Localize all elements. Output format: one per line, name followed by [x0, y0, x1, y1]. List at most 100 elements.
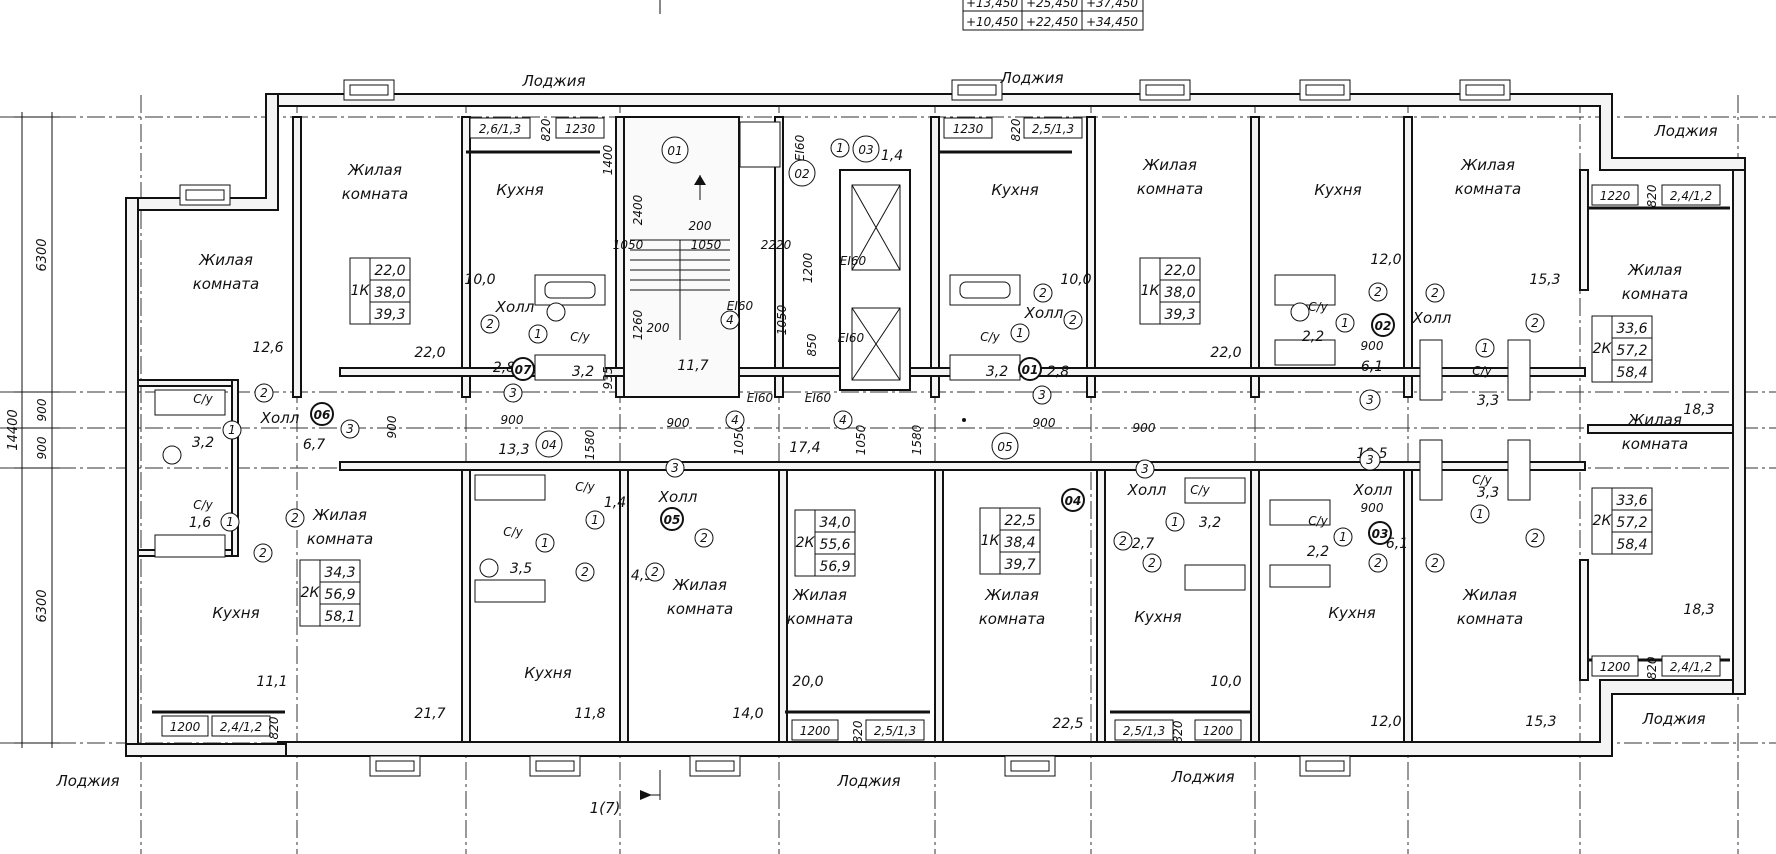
- svg-text:2: 2: [700, 531, 708, 545]
- dim-14400: 14400: [6, 409, 21, 450]
- svg-text:EI60: EI60: [727, 299, 754, 313]
- svg-text:1: 1: [836, 141, 844, 155]
- svg-text:1230: 1230: [565, 122, 596, 136]
- living-room-label: Жилая: [1460, 156, 1515, 174]
- svg-text:56,9: 56,9: [819, 559, 850, 575]
- living-room-label: комната: [342, 185, 408, 203]
- center-point: [962, 418, 966, 422]
- living-room-label: Жилая: [312, 506, 367, 524]
- svg-text:2: 2: [486, 317, 494, 331]
- room-area: 6,7: [303, 437, 325, 453]
- svg-text:33,6: 33,6: [1616, 321, 1647, 337]
- svg-text:22,5: 22,5: [1004, 513, 1035, 529]
- svg-text:1: 1: [1339, 530, 1347, 544]
- svg-text:2: 2: [1431, 556, 1439, 570]
- room-area: 3,2: [1199, 515, 1221, 531]
- bathroom-label: С/у: [1308, 514, 1328, 528]
- dim-900: 900: [35, 436, 49, 459]
- svg-text:22,0: 22,0: [374, 263, 405, 279]
- svg-text:1050: 1050: [732, 424, 746, 455]
- living-room-label: комната: [979, 610, 1045, 628]
- svg-text:900: 900: [1033, 416, 1056, 430]
- room-area: 2,8: [1047, 364, 1069, 380]
- svg-text:1: 1: [1341, 316, 1349, 330]
- room-area: 12,0: [1370, 714, 1401, 730]
- apartment-box: 1К 22,0 38,0 39,3: [1139, 257, 1201, 325]
- svg-text:39,3: 39,3: [374, 307, 405, 323]
- bathroom-label: С/у: [1472, 473, 1492, 487]
- svg-text:1200: 1200: [170, 720, 201, 734]
- living-room-label: комната: [193, 275, 259, 293]
- fixtures: [154, 274, 1531, 603]
- dim-6300: 6300: [35, 238, 50, 271]
- hall-label: Холл: [495, 298, 535, 316]
- svg-text:200: 200: [689, 219, 712, 233]
- living-room-label: комната: [307, 530, 373, 548]
- room-area: 6,1: [1386, 536, 1408, 552]
- svg-text:3: 3: [1141, 462, 1149, 476]
- svg-text:2К: 2К: [1593, 341, 1613, 357]
- level-text: +34,450: [1086, 15, 1138, 29]
- room-area: 15,3: [1529, 272, 1560, 288]
- svg-text:820: 820: [1645, 184, 1659, 207]
- svg-text:58,4: 58,4: [1616, 365, 1647, 381]
- svg-text:1: 1: [1016, 326, 1024, 340]
- apartment-box: 1К 22,5 38,4 39,7: [979, 507, 1041, 575]
- bathroom-label: С/у: [1190, 483, 1210, 497]
- svg-text:2К: 2К: [301, 585, 321, 601]
- svg-text:1230: 1230: [953, 122, 984, 136]
- svg-text:EI60: EI60: [838, 331, 865, 345]
- svg-text:900: 900: [1361, 339, 1384, 353]
- svg-text:2: 2: [1148, 556, 1156, 570]
- kitchen-label: Кухня: [524, 664, 571, 682]
- hall-label: Холл: [1024, 304, 1064, 322]
- room-area: 12,6: [252, 340, 283, 356]
- svg-text:1: 1: [226, 515, 234, 529]
- svg-text:1220: 1220: [1600, 189, 1631, 203]
- level-text: +22,450: [1026, 15, 1078, 29]
- svg-text:2К: 2К: [796, 535, 816, 551]
- svg-text:820: 820: [1171, 720, 1185, 743]
- living-room-label: Жилая: [984, 586, 1039, 604]
- loggia-label: Лоджия: [999, 69, 1063, 87]
- interior-walls: [137, 116, 1734, 743]
- svg-text:2,5/1,3: 2,5/1,3: [874, 724, 916, 738]
- svg-text:EI60: EI60: [840, 254, 867, 268]
- svg-text:34,3: 34,3: [324, 565, 355, 581]
- svg-text:1: 1: [534, 327, 542, 341]
- svg-text:2400: 2400: [631, 194, 645, 225]
- svg-text:2,4/1,2: 2,4/1,2: [1670, 660, 1712, 674]
- bathroom-label: С/у: [193, 392, 213, 406]
- svg-text:1(7): 1(7): [590, 799, 621, 817]
- living-room-label: комната: [1622, 285, 1688, 303]
- svg-text:2: 2: [1374, 556, 1382, 570]
- stair-core: [623, 116, 911, 398]
- kitchen-label: Кухня: [212, 604, 259, 622]
- svg-text:900: 900: [385, 415, 399, 438]
- svg-text:4: 4: [839, 413, 847, 427]
- living-room-label: комната: [1622, 435, 1688, 453]
- hall-label: Холл: [260, 409, 300, 427]
- room-area: 10,0: [464, 272, 495, 288]
- svg-text:1050: 1050: [613, 238, 644, 252]
- room-area: 3,5: [510, 561, 532, 577]
- room-area: 18,3: [1683, 602, 1714, 618]
- hall-label: Холл: [658, 488, 698, 506]
- svg-text:4: 4: [726, 313, 734, 327]
- living-room-label: комната: [787, 610, 853, 628]
- svg-text:1: 1: [1476, 507, 1484, 521]
- svg-text:38,4: 38,4: [1004, 535, 1035, 551]
- svg-text:1К: 1К: [1141, 283, 1161, 299]
- svg-text:820: 820: [851, 720, 865, 743]
- svg-text:EI60: EI60: [793, 134, 807, 161]
- svg-text:2: 2: [291, 511, 299, 525]
- svg-text:58,4: 58,4: [1616, 537, 1647, 553]
- svg-text:900: 900: [667, 416, 690, 430]
- svg-text:1: 1: [1481, 341, 1489, 355]
- svg-text:02: 02: [794, 167, 809, 181]
- svg-text:1050: 1050: [691, 238, 722, 252]
- living-room-label: комната: [1137, 180, 1203, 198]
- loggia-label: Лоджия: [521, 72, 585, 90]
- kitchen-label: Кухня: [1314, 181, 1361, 199]
- svg-text:33,6: 33,6: [1616, 493, 1647, 509]
